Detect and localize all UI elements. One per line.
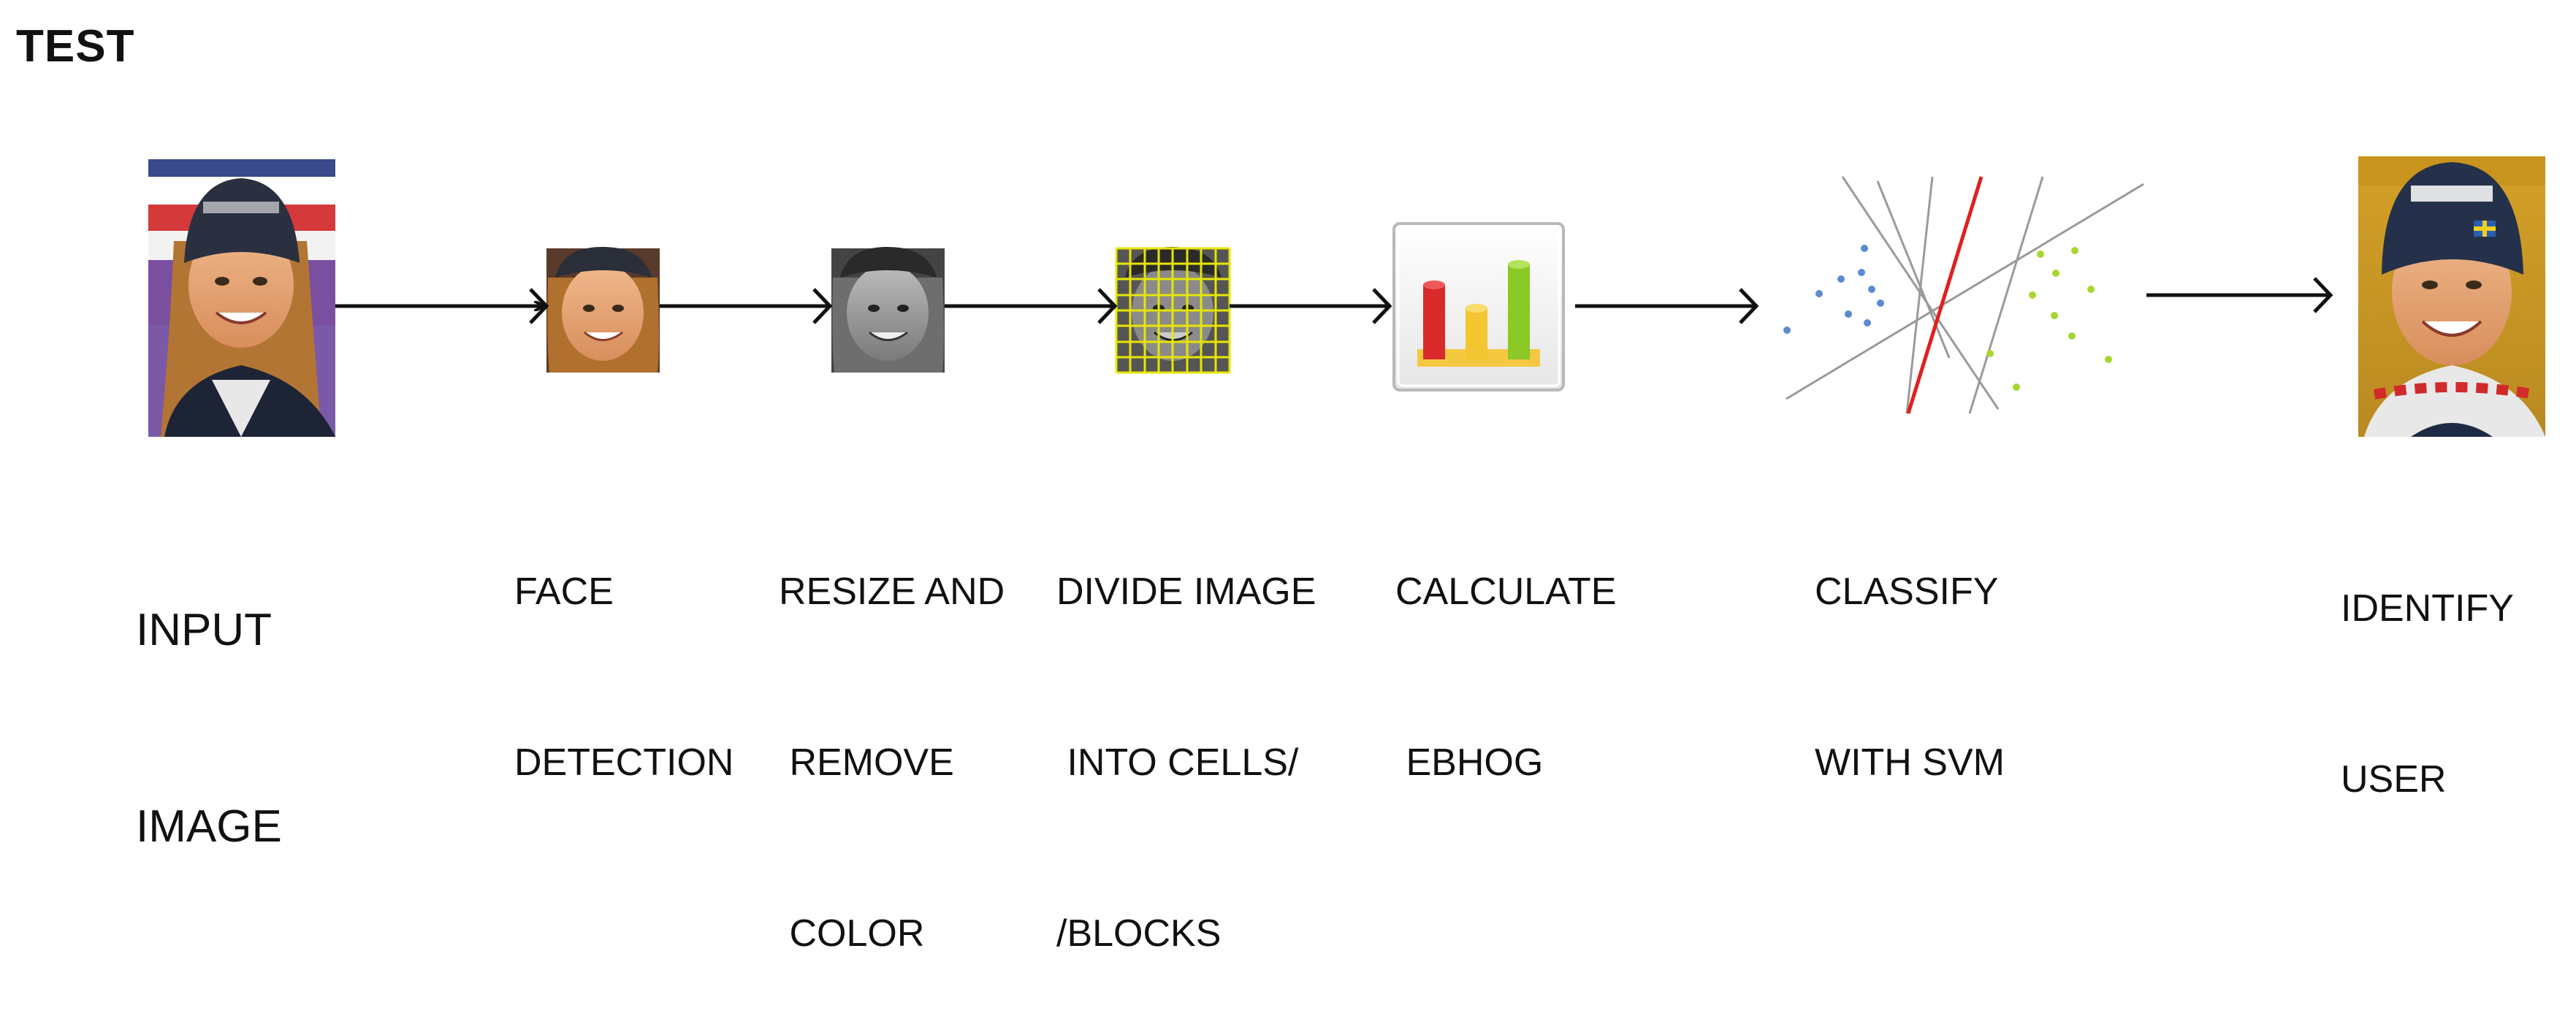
page-title: TEST xyxy=(16,21,135,72)
cells-grid-image xyxy=(1115,247,1231,374)
svm-illustration xyxy=(1783,176,2144,414)
grayscale-image xyxy=(831,247,945,373)
pipeline-diagram xyxy=(148,156,2545,437)
label-input-image: INPUT IMAGE xyxy=(136,604,282,852)
label-face-detection: FACE DETECTION xyxy=(514,570,734,784)
identified-user-image xyxy=(2358,156,2545,437)
label-resize-remove-color: RESIZE AND REMOVE COLOR xyxy=(779,570,1005,955)
label-divide-image: DIVIDE IMAGE INTO CELLS/ /BLOCKS xyxy=(1056,570,1316,955)
histogram-icon xyxy=(1392,222,1565,392)
face-detection-image xyxy=(546,247,660,373)
input-image xyxy=(148,159,335,437)
label-classify-svm: CLASSIFY WITH SVM xyxy=(1815,570,2005,784)
label-calculate-ebhog: CALCULATE EBHOG xyxy=(1395,570,1617,784)
flow-arrows xyxy=(335,277,2333,324)
label-identify-user: IDENTIFY USER xyxy=(2341,587,2514,801)
